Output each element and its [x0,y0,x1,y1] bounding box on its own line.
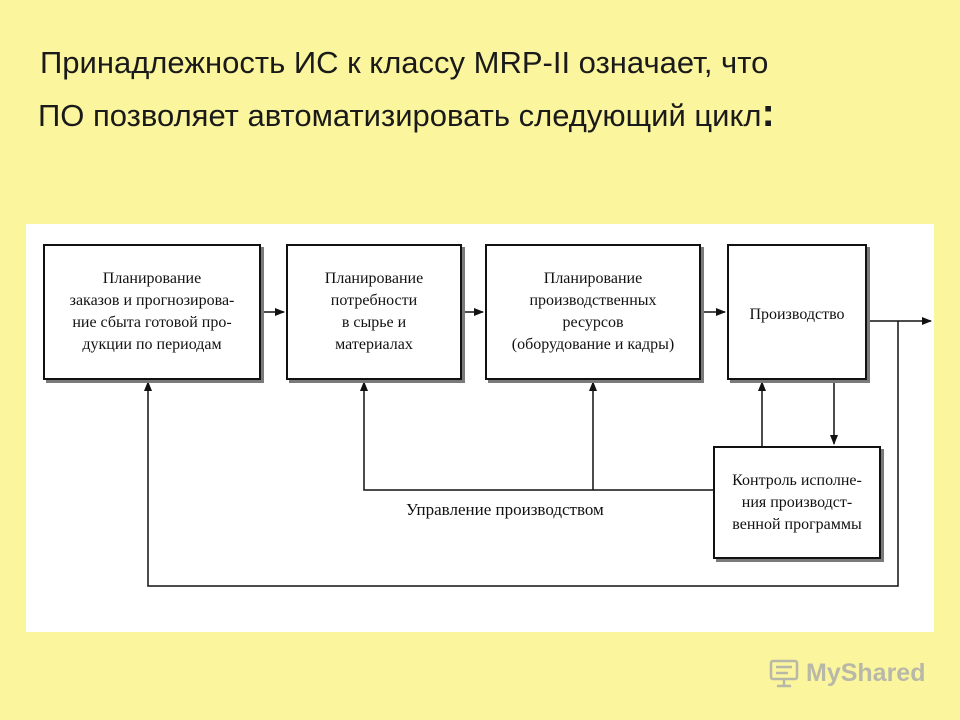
watermark-logo: MyShared [768,657,925,689]
title-colon: : [761,91,775,135]
diagram-panel: Планирование заказов и прогнозирова- ние… [26,224,934,632]
watermark-brand-text: MyShared [806,658,926,687]
management-feedback-line [360,381,713,491]
box-resource-planning-text: Планирование производственных ресурсов (… [511,270,675,353]
title-line-1: Принадлежность ИС к классу MRP-II означа… [40,45,769,80]
box-material-planning: Планирование потребности в сырье и матер… [286,244,462,380]
box-production: Производство [727,244,867,380]
box-order-planning: Планирование заказов и прогнозирова- ние… [43,244,261,380]
title-line-2-text: ПО позволяет автоматизировать следующий … [38,98,762,133]
slide-title: Принадлежность ИС к классу MRP-II означа… [38,38,938,141]
management-label: Управление производством [404,500,606,520]
outer-feedback-line [144,321,899,587]
diagram-connectors [144,308,932,587]
box-order-planning-text: Планирование заказов и прогнозирова- ние… [69,270,235,353]
presentation-board-icon [769,659,799,688]
box-resource-planning: Планирование производственных ресурсов (… [485,244,701,380]
title-line-2: ПО позволяет автоматизировать следующий … [38,88,938,141]
box-execution-control-text: Контроль исполне- ния производст- венной… [732,471,862,533]
box-production-text: Производство [749,306,845,323]
box-execution-control: Контроль исполне- ния производст- венной… [713,446,881,559]
box-material-planning-text: Планирование потребности в сырье и матер… [324,270,424,353]
